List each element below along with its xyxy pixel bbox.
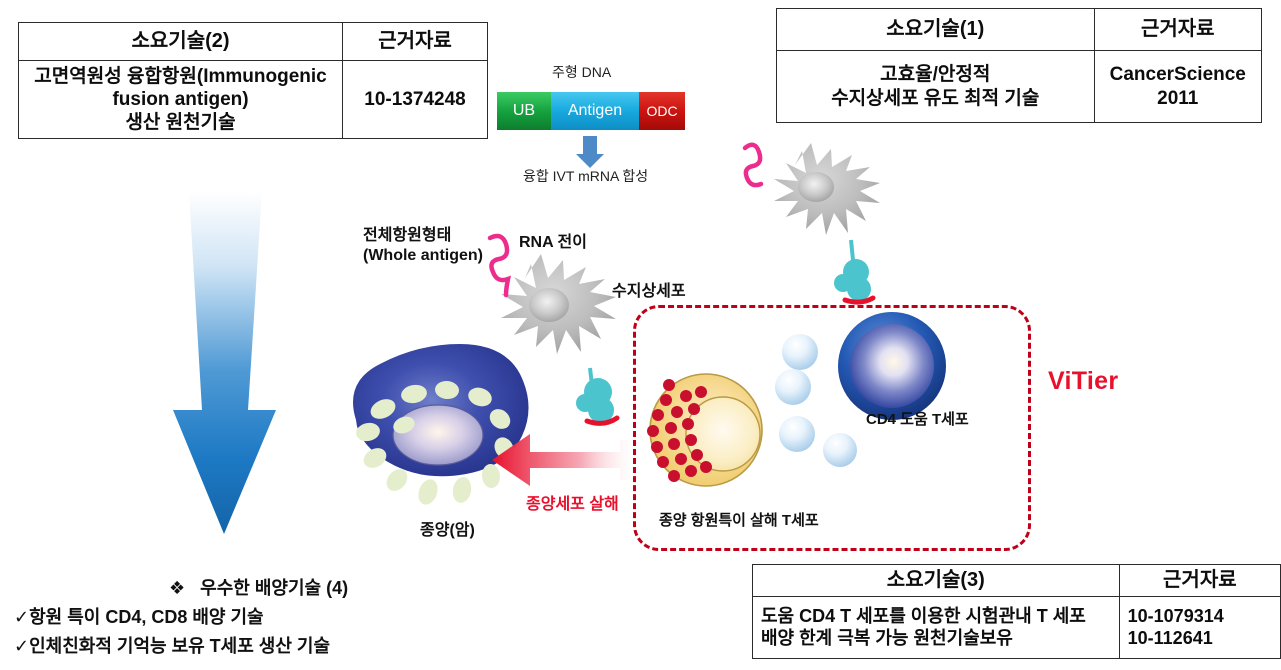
tbl1-header-tech: 소요기술(1) — [776, 8, 1095, 51]
vitier-region-box — [633, 305, 1031, 551]
construct-segment-antigen: Antigen — [551, 92, 648, 130]
tbl2-cell-source: 10-1374248 — [342, 60, 488, 139]
tbl3-header-tech: 소요기술(3) — [752, 564, 1120, 597]
dendritic-cell-label: 수지상세포 — [612, 283, 686, 300]
tbl3-cell-tech: 도움 CD4 T 세포를 이용한 시험관내 T 세포 배양 한계 극복 가능 원… — [752, 596, 1120, 659]
tbl1-cell-source: CancerScience 2011 — [1093, 50, 1263, 123]
table-row: 소요기술(1) 근거자료 — [776, 8, 1263, 51]
tumor-label: 종양(암) — [420, 522, 475, 539]
culture-tech-block: ❖ 우수한 배양기술 (4) ✓항원 특이 CD4, CD8 배양 기술 ✓인체… — [14, 574, 444, 658]
dna-construct: UB Antigen ODC — [497, 92, 685, 130]
table-required-tech-3: 소요기술(3) 근거자료 도움 CD4 T 세포를 이용한 시험관내 T 세포 … — [752, 564, 1281, 659]
culture-item-1: ✓항원 특이 CD4, CD8 배양 기술 — [14, 607, 264, 627]
table-row: 소요기술(2) 근거자료 — [17, 22, 488, 61]
table-required-tech-1: 소요기술(1) 근거자료 고효율/안정적 수지상세포 유도 최적 기술 Canc… — [776, 8, 1263, 123]
tbl1-header-source: 근거자료 — [1093, 8, 1263, 51]
table-row: 고면역원성 융합항원(Immunogenic fusion antigen) 생… — [17, 60, 488, 139]
table-required-tech-2: 소요기술(2) 근거자료 고면역원성 융합항원(Immunogenic fusi… — [17, 22, 488, 139]
tbl2-cell-tech: 고면역원성 융합항원(Immunogenic fusion antigen) 생… — [17, 60, 344, 139]
process-flow-arrow — [173, 192, 276, 534]
tbl2-header-tech: 소요기술(2) — [17, 22, 344, 61]
ivt-mrna-label: 융합 IVT mRNA 합성 — [523, 168, 649, 184]
transcription-arrow — [576, 136, 604, 168]
tbl3-cell-source: 10-1079314 10-112641 — [1118, 596, 1281, 659]
construct-segment-ub: UB — [497, 92, 560, 130]
diamond-bullet-icon: ❖ — [169, 578, 186, 598]
tumor-kill-label: 종양세포 살해 — [526, 496, 619, 513]
killer-t-label: 종양 항원특이 살해 T세포 — [659, 512, 819, 529]
table-row: 소요기술(3) 근거자료 — [752, 564, 1281, 597]
rna-transfer-label: RNA 전이 — [519, 234, 587, 251]
template-dna-label: 주형 DNA — [552, 64, 612, 80]
construct-segment-odc: ODC — [639, 92, 685, 130]
tumor-kill-arrow — [492, 432, 640, 488]
culture-title: 우수한 배양기술 (4) — [200, 578, 349, 598]
culture-title-row: ❖ 우수한 배양기술 (4) — [169, 574, 444, 600]
dendritic-cell-upper — [742, 142, 880, 305]
tbl2-header-source: 근거자료 — [342, 22, 488, 61]
whole-antigen-label: 전체항원형태 (Whole antigen) — [363, 227, 483, 264]
tbl1-cell-tech: 고효율/안정적 수지상세포 유도 최적 기술 — [776, 50, 1095, 123]
dendritic-cell-center — [487, 233, 620, 426]
tbl3-header-source: 근거자료 — [1118, 564, 1281, 597]
vitier-label: ViTier — [1048, 367, 1119, 395]
table-row: 도움 CD4 T 세포를 이용한 시험관내 T 세포 배양 한계 극복 가능 원… — [752, 596, 1281, 659]
cd4-helper-t-label: CD4 도움 T세포 — [866, 411, 969, 428]
tumor-cell — [353, 344, 529, 505]
table-row: 고효율/안정적 수지상세포 유도 최적 기술 CancerScience 201… — [776, 50, 1263, 123]
culture-item-2: ✓인체친화적 기억능 보유 T세포 생산 기술 — [14, 636, 331, 656]
